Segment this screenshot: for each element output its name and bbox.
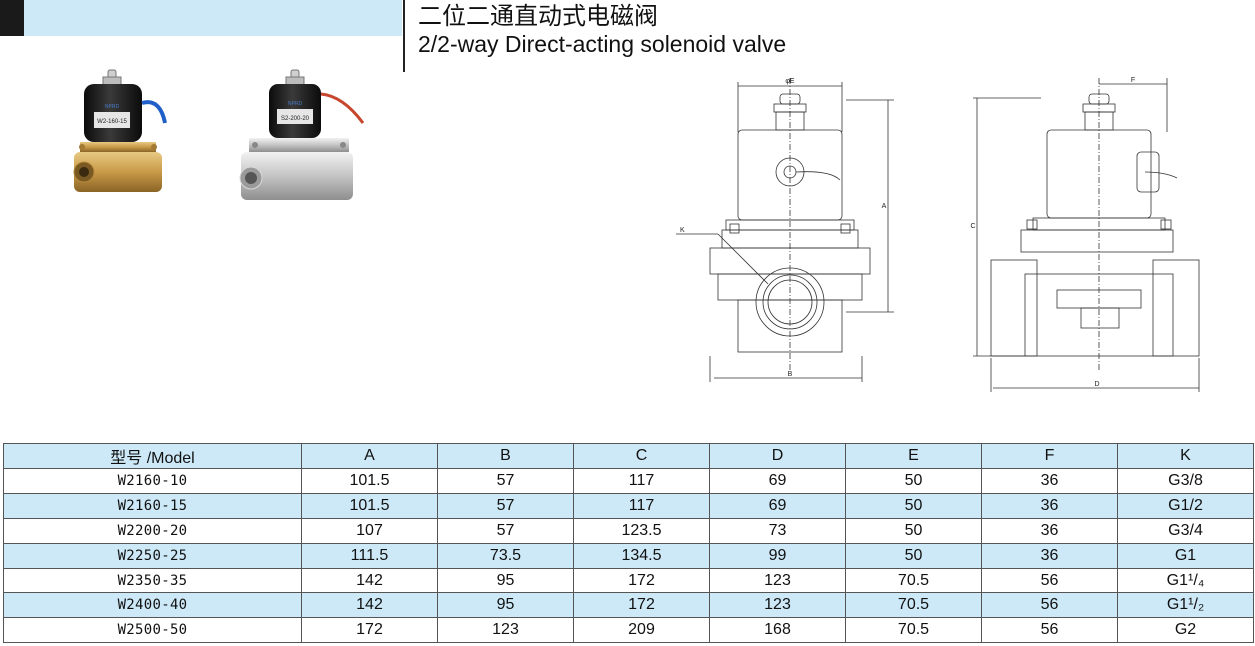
cell-model: W2250-25: [3, 542, 302, 569]
header-b: B: [437, 443, 574, 469]
cell-a: 142: [301, 567, 438, 594]
header-e: E: [845, 443, 982, 469]
cell-model: W2160-10: [3, 468, 302, 494]
header-d: D: [709, 443, 846, 469]
cell-e: 50: [845, 542, 982, 569]
spec-table: 型号 /Model A B C D E F K W2160-10 101.5 5…: [3, 443, 1254, 644]
cell-b: 95: [437, 567, 574, 594]
dim-label-b: B: [788, 371, 793, 378]
dim-label-k: K: [680, 227, 685, 234]
cell-a: 101.5: [301, 492, 438, 519]
cell-k: G1¹/₄: [1117, 567, 1254, 594]
brass-valve-brand: NPRD: [105, 104, 120, 110]
table-row: W2160-10 101.5 57 117 69 50 36 G3/8: [3, 468, 1254, 494]
table-row: W2500-50 172 123 209 168 70.5 56 G2: [3, 617, 1254, 644]
stainless-valve-label: S2-200-20: [281, 116, 310, 122]
header-c: C: [573, 443, 710, 469]
cell-e: 70.5: [845, 592, 982, 619]
cell-c: 117: [573, 492, 710, 519]
cell-d: 69: [709, 468, 846, 494]
header-a: A: [301, 443, 438, 469]
cell-c: 123.5: [573, 517, 710, 544]
dim-label-d: D: [1094, 381, 1099, 388]
brass-valve-label: W2-160-15: [97, 119, 127, 125]
cell-c: 117: [573, 468, 710, 494]
cell-f: 36: [981, 542, 1118, 569]
cell-e: 50: [845, 468, 982, 494]
header-model: 型号 /Model: [3, 443, 302, 469]
title-chinese: 二位二通直动式电磁阀: [418, 2, 658, 30]
cell-c: 209: [573, 617, 710, 644]
cell-model: W2500-50: [3, 617, 302, 644]
table-row: W2350-35 142 95 172 123 70.5 56 G1¹/₄: [3, 567, 1254, 594]
cell-f: 56: [981, 567, 1118, 594]
cell-a: 101.5: [301, 468, 438, 494]
cell-f: 36: [981, 468, 1118, 494]
cell-c: 172: [573, 567, 710, 594]
cell-e: 50: [845, 517, 982, 544]
cell-b: 57: [437, 517, 574, 544]
cell-model: W2350-35: [3, 567, 302, 594]
table-row: W2160-15 101.5 57 117 69 50 36 G1/2: [3, 492, 1254, 519]
cell-d: 99: [709, 542, 846, 569]
front-dimension-drawing: φE A B K: [676, 78, 894, 382]
header-separator: [403, 0, 405, 72]
cell-e: 70.5: [845, 617, 982, 644]
dim-label-a: A: [882, 203, 887, 210]
cell-b: 57: [437, 468, 574, 494]
dim-label-e: φE: [785, 78, 795, 85]
header-k: K: [1117, 443, 1254, 469]
dim-label-f: F: [1131, 77, 1135, 84]
cell-f: 56: [981, 592, 1118, 619]
cell-d: 73: [709, 517, 846, 544]
cell-b: 73.5: [437, 542, 574, 569]
cell-f: 56: [981, 617, 1118, 644]
cell-model: W2200-20: [3, 517, 302, 544]
cell-a: 107: [301, 517, 438, 544]
cell-k: G3/4: [1117, 517, 1254, 544]
title-english: 2/2-way Direct-acting solenoid valve: [418, 31, 787, 57]
table-row: W2200-20 107 57 123.5 73 50 36 G3/4: [3, 517, 1254, 544]
cell-a: 172: [301, 617, 438, 644]
cell-model: W2160-15: [3, 492, 302, 519]
header-f: F: [981, 443, 1118, 469]
header-black-block: [0, 0, 24, 36]
header-blue-bar: [24, 0, 402, 36]
table-row: W2400-40 142 95 172 123 70.5 56 G1¹/₂: [3, 592, 1254, 619]
cell-a: 111.5: [301, 542, 438, 569]
cell-model: W2400-40: [3, 592, 302, 619]
cell-k: G3/8: [1117, 468, 1254, 494]
table-header-row: 型号 /Model A B C D E F K: [3, 443, 1254, 469]
cell-k: G1¹/₂: [1117, 592, 1254, 619]
cell-c: 172: [573, 592, 710, 619]
cell-f: 36: [981, 492, 1118, 519]
table-row: W2250-25 111.5 73.5 134.5 99 50 36 G1: [3, 542, 1254, 569]
cell-c: 134.5: [573, 542, 710, 569]
stainless-valve-brand: NPRD: [288, 101, 303, 107]
cell-e: 50: [845, 492, 982, 519]
cell-k: G1: [1117, 542, 1254, 569]
cell-d: 168: [709, 617, 846, 644]
side-dimension-drawing: F C D: [970, 77, 1200, 392]
cell-b: 123: [437, 617, 574, 644]
cell-a: 142: [301, 592, 438, 619]
cell-d: 69: [709, 492, 846, 519]
dim-label-c: C: [970, 223, 975, 230]
cell-k: G1/2: [1117, 492, 1254, 519]
cell-k: G2: [1117, 617, 1254, 644]
cell-d: 123: [709, 567, 846, 594]
cell-e: 70.5: [845, 567, 982, 594]
cell-f: 36: [981, 517, 1118, 544]
cell-b: 57: [437, 492, 574, 519]
cell-d: 123: [709, 592, 846, 619]
stainless-valve-photo: S2-200-20 NPRD: [239, 69, 365, 200]
cell-b: 95: [437, 592, 574, 619]
brass-valve-photo: W2-160-15 NPRD: [73, 69, 167, 192]
